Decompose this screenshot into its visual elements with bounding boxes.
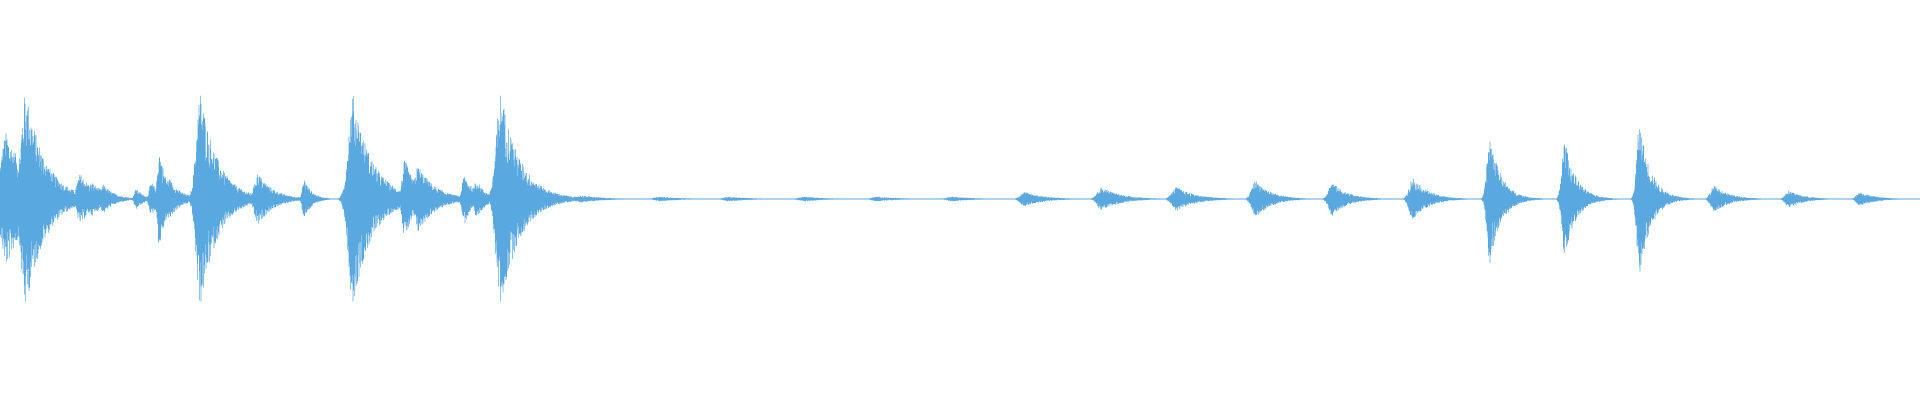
waveform-samples <box>0 95 1920 302</box>
